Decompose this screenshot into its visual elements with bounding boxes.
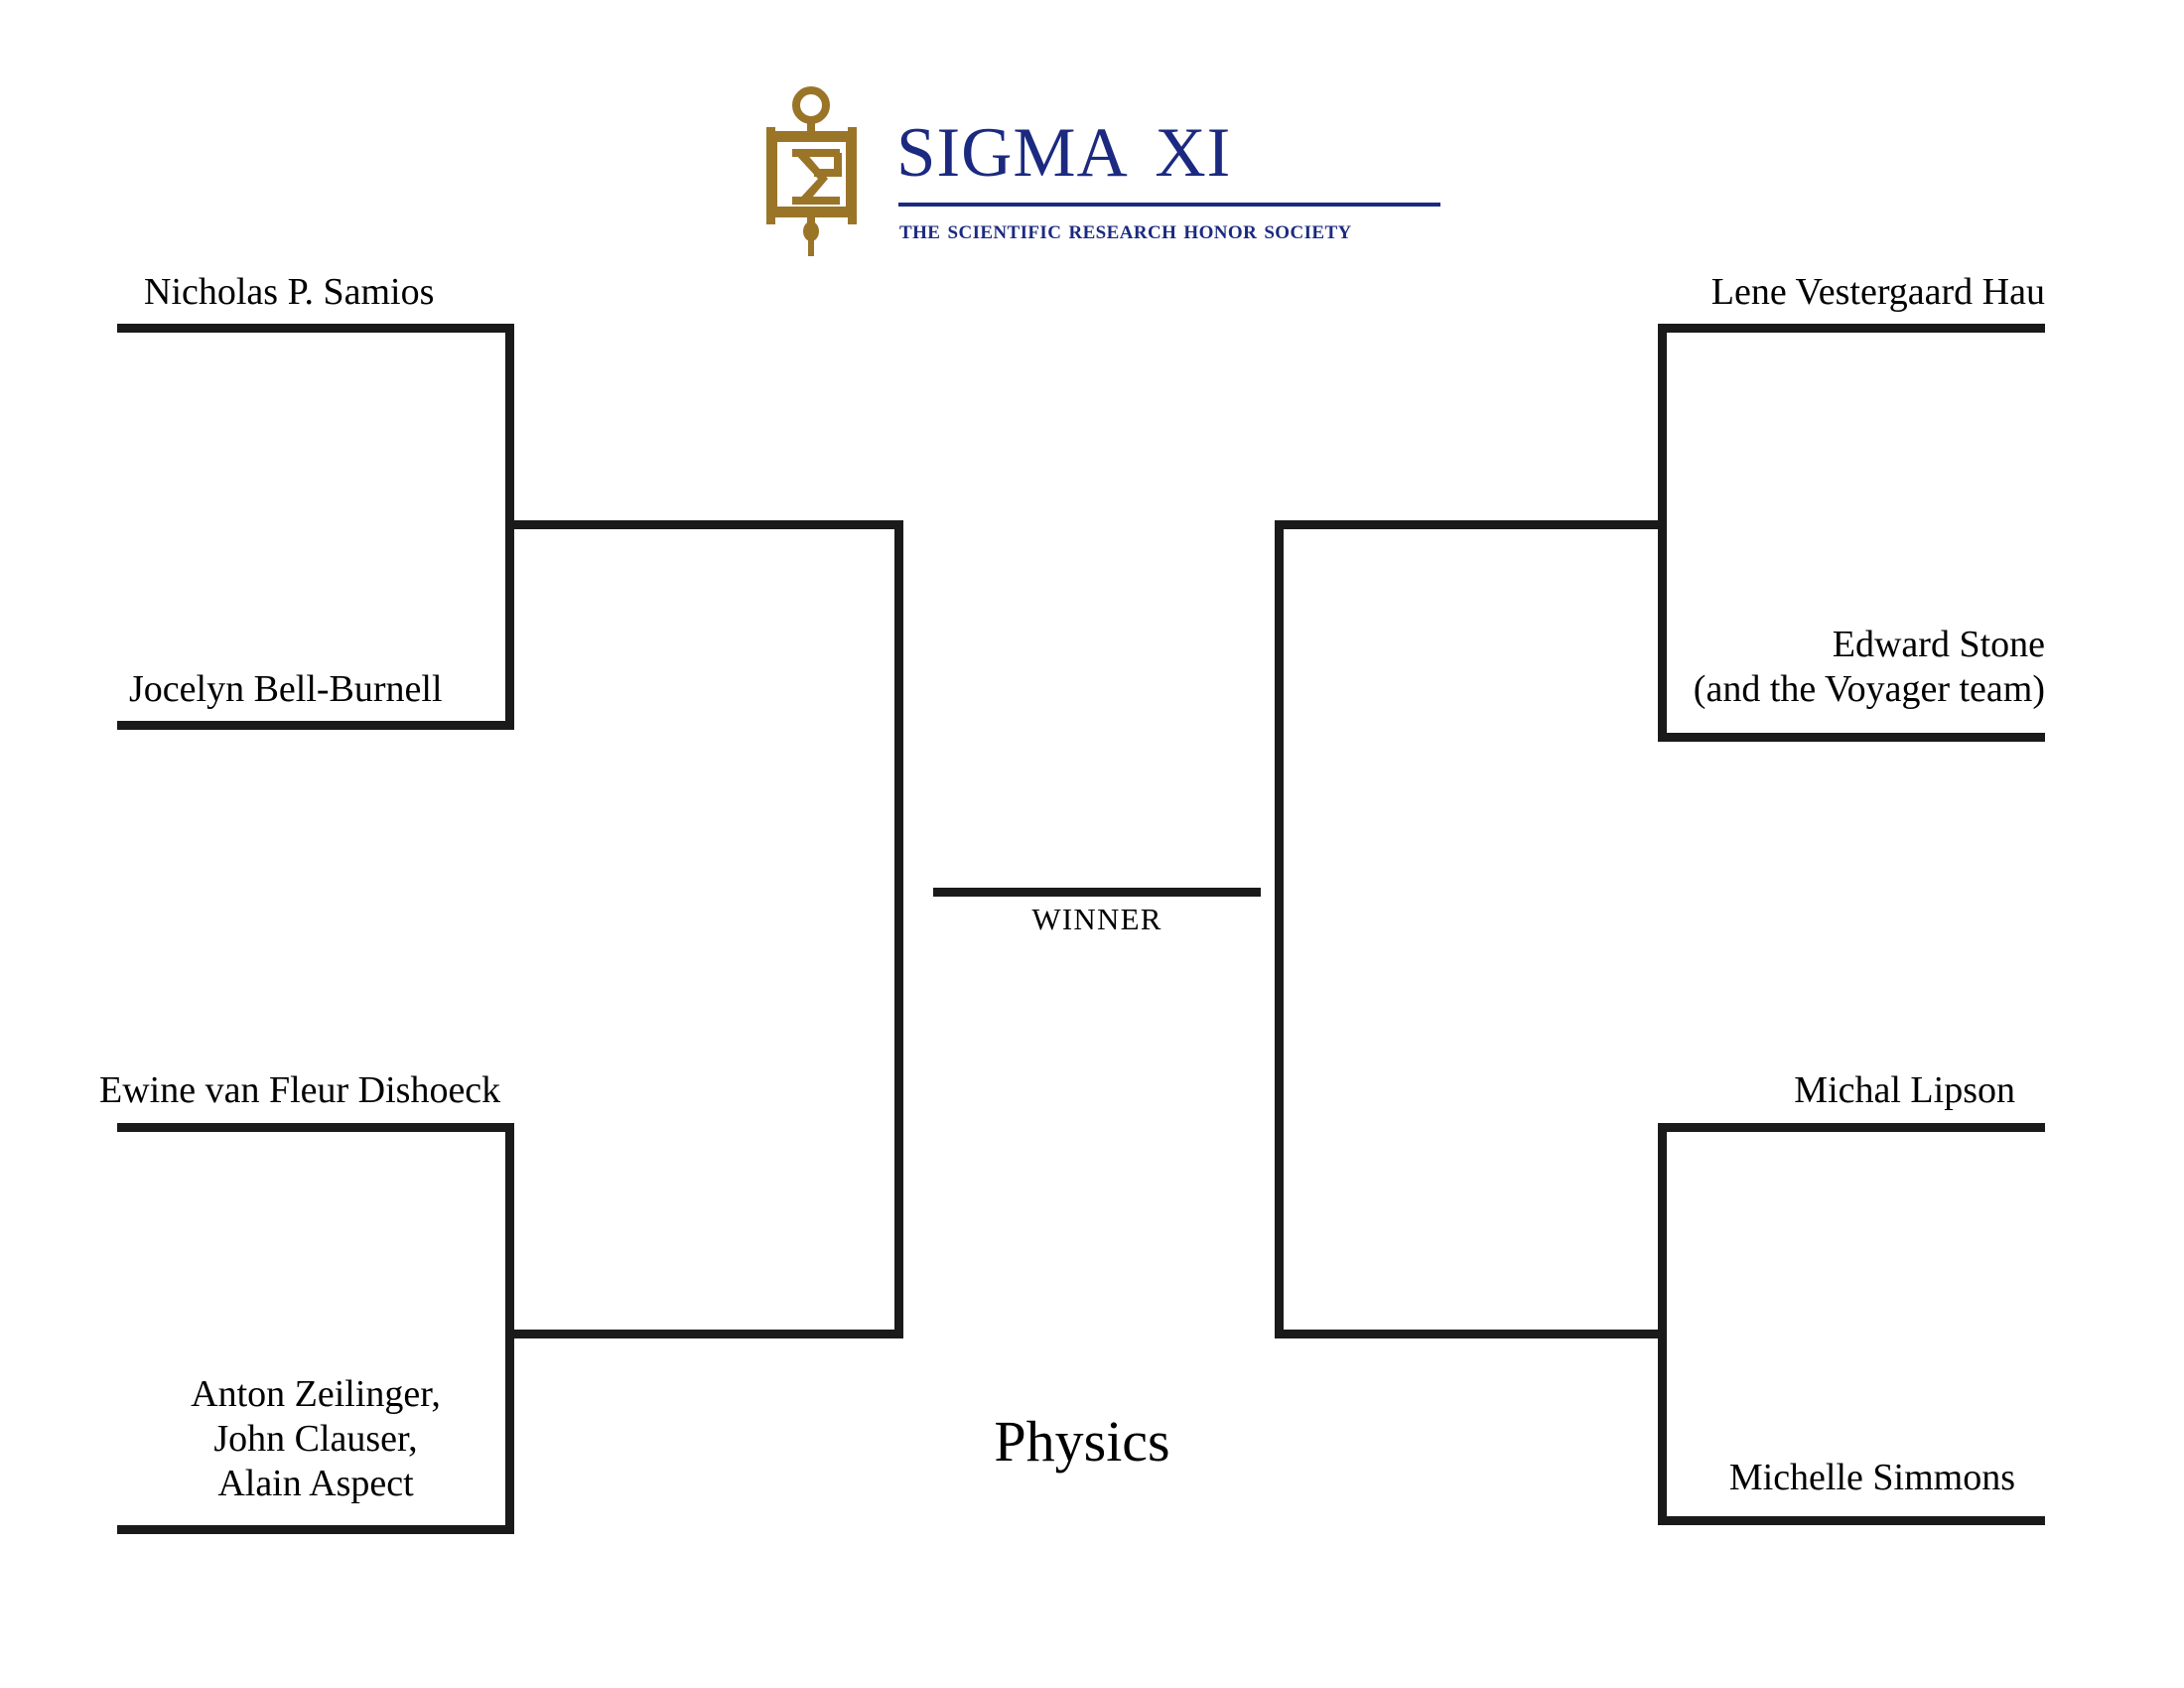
slot-right-lower-bottom: Michelle Simmons bbox=[1728, 1457, 2015, 1498]
sigma-xi-key-emblem bbox=[754, 83, 869, 257]
slot-left-lower-bottom-line2: John Clauser, bbox=[213, 1418, 418, 1460]
slot-right-upper-bottom-line1: Edward Stone bbox=[1832, 624, 2045, 665]
wordmark-tagline: The Scientific Research Honor Society bbox=[899, 214, 1352, 244]
slot-right-upper-bottom: Edward Stone (and the Voyager team) bbox=[1549, 623, 2045, 712]
bracket-line-right-upper-bottom bbox=[1658, 733, 2045, 742]
wordmark-text: Sigma Xi bbox=[896, 86, 1232, 199]
bracket-line-left-upper-bottom bbox=[117, 721, 514, 730]
bracket-connector-right-upper bbox=[1658, 324, 1667, 742]
bracket-connector-left-upper bbox=[505, 324, 514, 730]
bracket-line-final-winner bbox=[933, 888, 1261, 897]
slot-right-upper-top: Lene Vestergaard Hau bbox=[1710, 271, 2045, 313]
bracket-line-left-upper-top bbox=[117, 324, 514, 333]
bracket-line-left-semi-bottom bbox=[514, 1330, 903, 1338]
slot-left-lower-bottom-line3: Alain Aspect bbox=[217, 1463, 414, 1504]
slot-right-lower-top: Michal Lipson bbox=[1794, 1069, 2015, 1111]
bracket-connector-left-lower bbox=[505, 1123, 514, 1534]
bracket-connector-left-semifinal bbox=[894, 520, 903, 1338]
winner-label: WINNER bbox=[1031, 902, 1162, 936]
bracket-line-right-upper-top bbox=[1658, 324, 2045, 333]
sigma-xi-wordmark: Sigma Xi The Scientific Research Honor S… bbox=[896, 91, 1442, 260]
sigma-xi-logo: Sigma Xi The Scientific Research Honor S… bbox=[754, 77, 1449, 266]
wordmark-rule bbox=[898, 203, 1440, 207]
bracket-line-right-lower-bottom bbox=[1658, 1516, 2045, 1525]
discipline-title: Physics bbox=[994, 1409, 1170, 1474]
bracket-line-right-semi-bottom bbox=[1275, 1330, 1667, 1338]
bracket-line-right-lower-top bbox=[1658, 1123, 2045, 1132]
bracket-connector-right-semifinal bbox=[1275, 520, 1284, 1338]
bracket-line-right-semi-top bbox=[1275, 520, 1667, 529]
slot-left-lower-bottom: Anton Zeilinger, John Clauser, Alain Asp… bbox=[117, 1372, 514, 1506]
bracket-line-left-semi-top bbox=[514, 520, 903, 529]
bracket-connector-right-lower bbox=[1658, 1123, 1667, 1525]
slot-left-upper-bottom: Jocelyn Bell-Burnell bbox=[129, 668, 443, 710]
bracket-line-left-lower-bottom bbox=[117, 1525, 514, 1534]
bracket-line-left-lower-top bbox=[117, 1123, 514, 1132]
slot-right-upper-bottom-line2: (and the Voyager team) bbox=[1693, 668, 2045, 710]
slot-left-upper-top: Nicholas P. Samios bbox=[144, 271, 435, 313]
slot-left-lower-bottom-line1: Anton Zeilinger, bbox=[191, 1373, 441, 1415]
slot-left-lower-top: Ewine van Fleur Dishoeck bbox=[99, 1069, 501, 1111]
